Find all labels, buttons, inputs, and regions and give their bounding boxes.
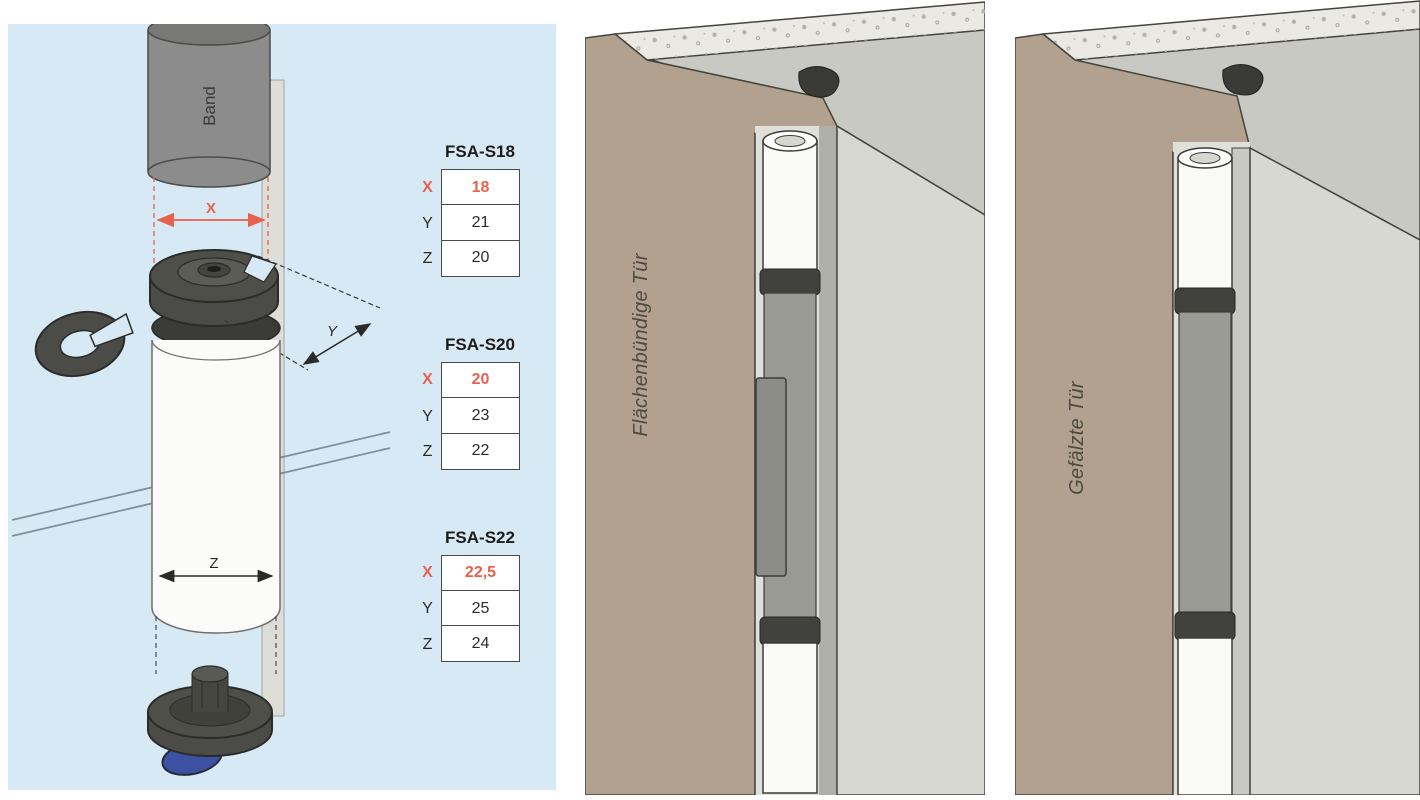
row-label: X <box>422 178 433 196</box>
row-value: 22 <box>441 432 520 470</box>
flush-door-label: Flächenbündige Tür <box>630 252 652 436</box>
row-label: Y <box>422 407 433 425</box>
table-row: Z 22 <box>414 432 520 470</box>
rebated-door-panel: Gefälzte Tür <box>1014 0 1420 796</box>
table-row: Y 23 <box>414 397 520 435</box>
row-label: X <box>422 564 433 582</box>
table-row: X 22,5 <box>414 554 520 592</box>
row-value: 18 <box>441 169 520 206</box>
exploded-view-panel: Band X <box>8 24 556 790</box>
cap-slot <box>243 255 277 283</box>
projection-lines <box>155 616 277 674</box>
dim-table-fsa-s18: FSA-S18 X 18 Y 21 Z 20 <box>414 142 520 277</box>
hinge-ring-bottom <box>759 616 821 646</box>
bottom-cap-boss <box>191 665 229 712</box>
row-value: 20 <box>441 361 520 399</box>
hinge-ring-top <box>759 268 821 296</box>
row-label: Z <box>422 250 433 268</box>
band-cylinder: Band <box>147 24 271 188</box>
row-value: 22,5 <box>441 554 520 592</box>
sleeve-cylinder <box>151 339 281 634</box>
row-value: 21 <box>441 204 520 242</box>
hinge-ring-top <box>1174 287 1236 315</box>
hinge-pin-bottom <box>1177 637 1233 796</box>
table-row: Z 24 <box>414 625 520 663</box>
y-dim-label: Y <box>327 323 338 340</box>
dim-table-fsa-s20: FSA-S20 X 20 Y 23 Z 22 <box>414 335 520 470</box>
table-row: Y 21 <box>414 204 520 242</box>
top-cap <box>149 249 279 327</box>
hinge-flange <box>755 377 787 577</box>
row-value: 24 <box>441 625 520 663</box>
rebated-door-drawing: Gefälzte Tür <box>1014 0 1420 796</box>
bottom-cap <box>147 665 273 757</box>
dim-table-title: FSA-S22 <box>445 527 515 547</box>
dim-table-title: FSA-S20 <box>445 334 515 354</box>
x-dimension: X <box>153 177 269 267</box>
gasket-profile <box>798 66 840 98</box>
hinge-assembly <box>755 130 821 794</box>
table-row: Y 25 <box>414 590 520 628</box>
row-value: 23 <box>441 397 520 435</box>
c-ring <box>34 311 134 377</box>
flush-door-drawing: Flächenbündige Tür <box>584 1 986 796</box>
exploded-view-drawing: Band X <box>11 24 391 776</box>
z-dimension: Z <box>158 555 274 583</box>
hinge-barrel <box>1178 311 1232 615</box>
door-panel <box>836 124 986 796</box>
row-label: Y <box>422 600 433 618</box>
table-row: X 18 <box>414 169 520 206</box>
rebated-door-label: Gefälzte Tür <box>1066 380 1088 495</box>
row-label: Z <box>422 442 433 460</box>
x-dim-label: X <box>206 200 216 217</box>
row-label: X <box>422 371 433 389</box>
door-panel <box>1249 146 1420 796</box>
row-label: Z <box>422 635 433 653</box>
dim-table-title: FSA-S18 <box>445 142 515 161</box>
row-label: Y <box>422 214 433 232</box>
flush-door-panel: Flächenbündige Tür <box>584 0 986 796</box>
row-value: 20 <box>441 239 520 277</box>
door-rebate <box>1231 147 1251 796</box>
gasket-profile <box>1222 64 1264 96</box>
dim-table-fsa-s22: FSA-S22 X 22,5 Y 25 Z 24 <box>414 528 520 663</box>
dimension-tables: FSA-S18 X 18 Y 21 Z 20 FSA-S20 X 2 <box>414 142 520 663</box>
z-dim-label: Z <box>209 555 218 572</box>
table-row: Z 20 <box>414 239 520 277</box>
hinge-ring-bottom <box>1174 611 1236 641</box>
table-row: X 20 <box>414 361 520 399</box>
hinge-pin-bottom <box>762 642 818 794</box>
hinge-assembly <box>1174 147 1236 796</box>
row-value: 25 <box>441 590 520 628</box>
band-label: Band <box>200 86 219 126</box>
ceiling-section <box>613 1 986 217</box>
